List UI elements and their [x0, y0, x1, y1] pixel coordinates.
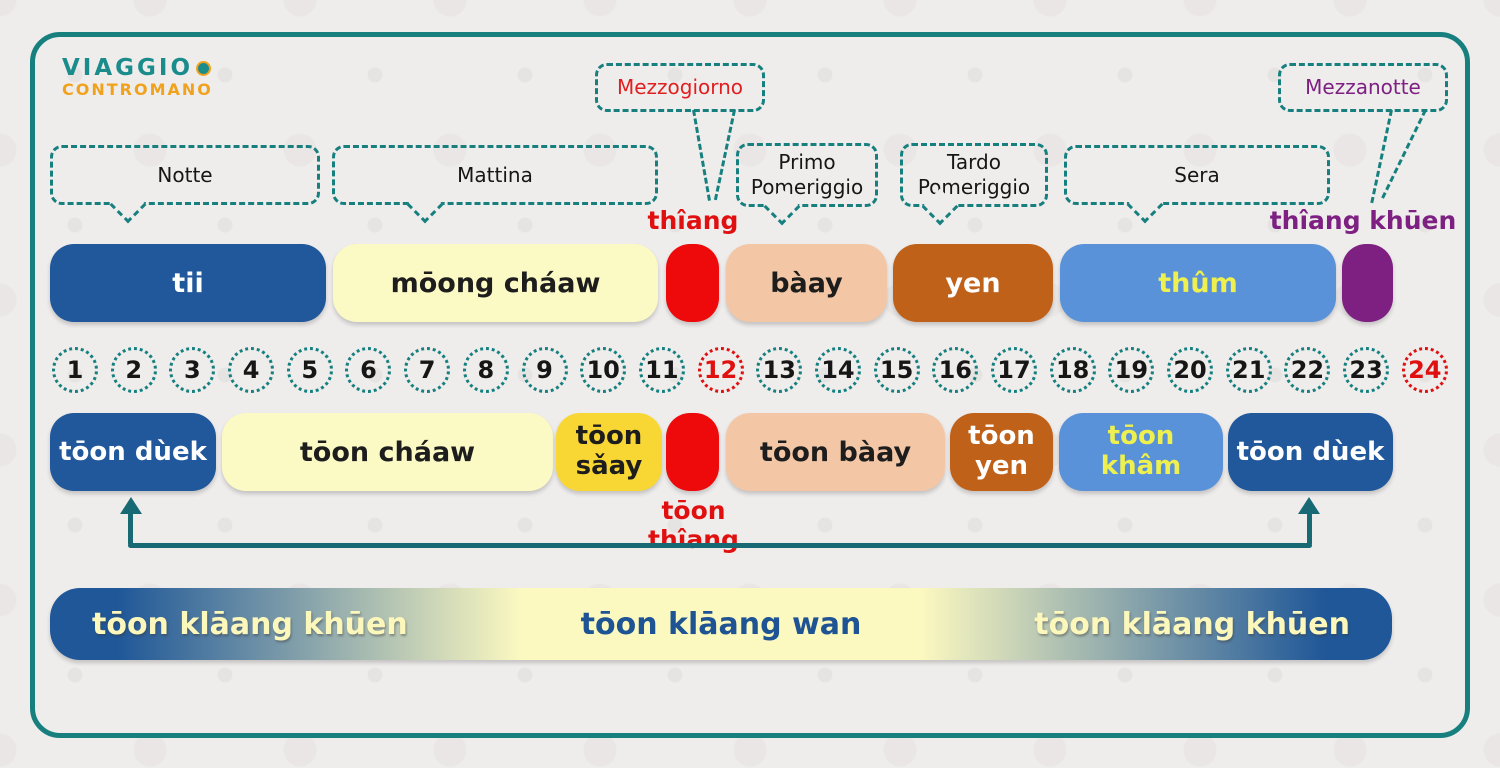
block-label: bàay [770, 267, 843, 299]
globe-icon [196, 61, 212, 76]
block-toon-kham: tōon khâm [1059, 413, 1223, 491]
callout-label: Tardo Pomeriggio [917, 150, 1031, 199]
callout-mattina: Mattina [332, 145, 658, 205]
callout-label: Primo Pomeriggio [750, 150, 864, 199]
block-noon-marker [666, 244, 719, 322]
night-day-bar: tōon klāang khūen tōon klāang wan tōon k… [50, 588, 1392, 660]
callout-tardo-pomeriggio: Tardo Pomeriggio [900, 143, 1048, 207]
bar-label-right: tōon klāang khūen [1034, 606, 1350, 642]
label-thiang: thîang [647, 206, 739, 235]
callout-label: Sera [1174, 162, 1220, 187]
block-moong-chaaw: mōong cháaw [333, 244, 658, 322]
callout-primo-pomeriggio: Primo Pomeriggio [736, 143, 878, 207]
block-label: tōon bàay [759, 436, 912, 468]
hour-circle: 20 [1167, 347, 1214, 393]
arrow-head-right [1298, 497, 1320, 514]
block-toon-chaaw: tōon cháaw [222, 413, 553, 491]
callout-label: Mezzogiorno [616, 75, 744, 99]
callout-mezzogiorno: Mezzogiorno [595, 63, 765, 112]
callout-label: Mattina [457, 162, 533, 187]
hour-circle: 18 [1049, 347, 1096, 393]
block-label: tōon dùek [59, 437, 207, 467]
bar-label-center: tōon klāang wan [580, 606, 862, 642]
callout-mezzanotte: Mezzanotte [1278, 63, 1448, 112]
arrow-stem-left [128, 512, 133, 546]
hour-circle: 7 [404, 347, 451, 393]
block-toon-thiang-marker [666, 413, 719, 491]
block-toon-baay: tōon bàay [726, 413, 945, 491]
hour-circle: 14 [814, 347, 861, 393]
hour-circle: 19 [1108, 347, 1155, 393]
hour-circle-noon: 12 [697, 347, 744, 393]
hour-circle: 23 [1343, 347, 1390, 393]
hour-circle: 1 [52, 347, 98, 393]
arrow-connector-line [128, 543, 1312, 548]
block-toon-duek-right: tōon dùek [1228, 413, 1393, 491]
logo-contromano: CONTROMANO [62, 80, 213, 100]
hour-circle: 9 [521, 347, 568, 393]
block-label: tōon yen [968, 421, 1035, 481]
hour-circle: 10 [580, 347, 627, 393]
hour-circle: 16 [932, 347, 979, 393]
border-frame [30, 32, 1470, 738]
callout-sera: Sera [1064, 145, 1330, 205]
hour-circle: 5 [286, 347, 333, 393]
callout-notte: Notte [50, 145, 320, 205]
block-label: tōon sǎay [575, 421, 643, 481]
arrow-head-left [120, 497, 142, 514]
block-label: tōon cháaw [299, 436, 476, 468]
logo: VIAGGIO CONTROMANO [62, 55, 213, 100]
block-label: mōong cháaw [390, 267, 601, 299]
arrow-stem-right [1307, 512, 1312, 546]
block-toon-yen: tōon yen [950, 413, 1053, 491]
block-baay: bàay [726, 244, 887, 322]
hour-scale: 1 2 3 4 5 6 7 8 9 10 11 12 13 14 15 16 1… [52, 347, 1448, 393]
block-label: tōon dùek [1236, 437, 1385, 467]
block-toon-saay: tōon sǎay [556, 413, 662, 491]
callout-label: Notte [157, 162, 213, 187]
hour-circle: 2 [110, 347, 157, 393]
hour-circle: 11 [638, 347, 685, 393]
bar-label-left: tōon klāang khūen [92, 606, 408, 642]
hour-circle: 6 [345, 347, 392, 393]
block-yen: yen [893, 244, 1053, 322]
block-midnight-marker [1342, 244, 1393, 322]
block-label: thûm [1158, 267, 1238, 299]
hour-circle: 22 [1284, 347, 1331, 393]
hour-circle: 17 [991, 347, 1037, 393]
block-thum: thûm [1060, 244, 1336, 322]
hour-circle-midnight: 24 [1401, 347, 1448, 393]
label-thiang-khuen: thîang khūen [1269, 206, 1457, 235]
label-toon-thiang: tōon thîang [648, 496, 739, 554]
block-label: tii [172, 267, 204, 299]
block-toon-duek-left: tōon dùek [50, 413, 216, 491]
hour-circle: 15 [873, 347, 920, 393]
block-label: tōon khâm [1100, 421, 1182, 481]
callout-label: Mezzanotte [1305, 75, 1421, 99]
hour-circle: 21 [1225, 347, 1272, 393]
hour-circle: 8 [462, 347, 509, 393]
hour-circle: 4 [228, 347, 275, 393]
logo-viaggio-text: VIAGGIO [62, 55, 194, 81]
block-tii: tii [50, 244, 326, 322]
logo-viaggio: VIAGGIO [62, 55, 213, 81]
hour-circle: 3 [169, 347, 216, 393]
hour-circle: 13 [756, 347, 803, 393]
block-label: yen [945, 267, 1001, 299]
